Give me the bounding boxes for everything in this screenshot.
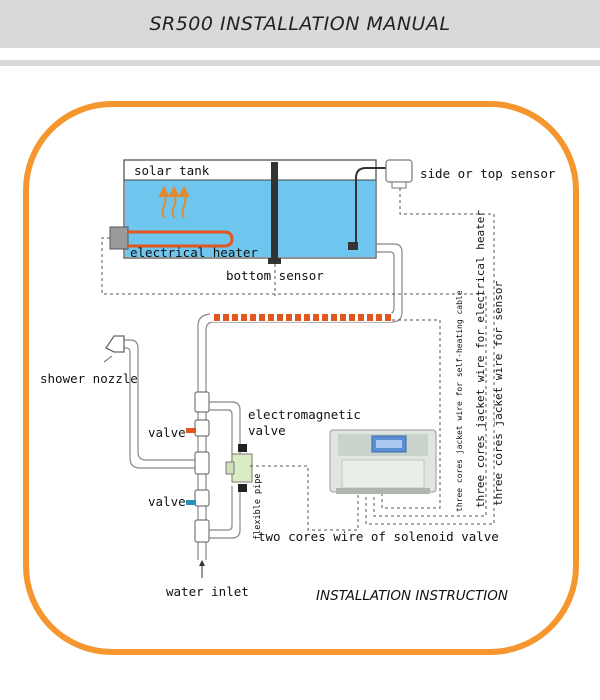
valve-upper-label: valve <box>148 425 186 440</box>
valve-lower-label: valve <box>148 494 186 509</box>
heating-cable-segment <box>358 314 364 321</box>
electrical-heater-label: electrical heater <box>130 245 258 260</box>
heating-cable-segment <box>268 314 274 321</box>
dashed-wiring <box>101 188 495 531</box>
side-top-sensor-label: side or top sensor <box>420 166 556 181</box>
heating-cable-segment <box>313 314 319 321</box>
heating-cable-segment <box>367 314 373 321</box>
page-title: SR500 INSTALLATION MANUAL <box>149 13 451 35</box>
valve-lower-icon <box>186 500 196 505</box>
water-inlet-arrow <box>199 560 205 578</box>
header-bar <box>0 0 600 48</box>
header-rule <box>0 60 600 66</box>
diagram-frame <box>23 101 579 655</box>
electromagnetic-valve-label-line2: valve <box>248 423 286 438</box>
heating-cable-segment <box>232 314 238 321</box>
valve-upper-icon <box>186 428 196 433</box>
heating-cable-segment <box>331 314 337 321</box>
heating-cable-segment <box>214 314 220 321</box>
controller-unit <box>329 429 437 494</box>
electrical-heater-wire-label: three cores jacket wire for electrical h… <box>474 210 487 508</box>
electromagnetic-valve-icon <box>225 444 253 492</box>
sensor-wire-label: three cores jacket wire for sensor <box>492 280 505 506</box>
self-heating-cable <box>210 313 392 322</box>
bottom-sensor-label: bottom sensor <box>226 268 324 283</box>
shower-nozzle-label: shower nozzle <box>40 371 138 386</box>
flexible-pipe-label: flexible pipe <box>253 473 263 540</box>
side-sensor-box <box>385 159 413 183</box>
heating-cable-segment <box>259 314 265 321</box>
heating-cable-segment <box>250 314 256 321</box>
heating-cable-segment <box>322 314 328 321</box>
heating-cable-segment <box>376 314 382 321</box>
electromagnetic-valve-label-line1: electromagnetic <box>248 407 361 422</box>
heating-cable-segment <box>304 314 310 321</box>
heating-cable-segment <box>385 314 391 321</box>
solar-tank <box>109 159 390 264</box>
heating-cable-segment <box>241 314 247 321</box>
heating-cable-segment <box>295 314 301 321</box>
solar-tank-label: solar tank <box>134 163 210 178</box>
self-heating-wire-label: three cores jacket wire for self-heating… <box>455 290 464 512</box>
heating-cable-segment <box>340 314 346 321</box>
heating-cable-segment <box>223 314 229 321</box>
heating-cable-segment <box>286 314 292 321</box>
heating-cable-segment <box>349 314 355 321</box>
two-cores-wire-label: two cores wire of solenoid valve <box>258 529 499 544</box>
installation-instruction-label: INSTALLATION INSTRUCTION <box>316 588 508 604</box>
pipe-fittings <box>194 391 210 543</box>
water-inlet-label: water inlet <box>166 584 249 599</box>
heating-cable-segment <box>277 314 283 321</box>
shower-nozzle-icon <box>103 335 125 363</box>
